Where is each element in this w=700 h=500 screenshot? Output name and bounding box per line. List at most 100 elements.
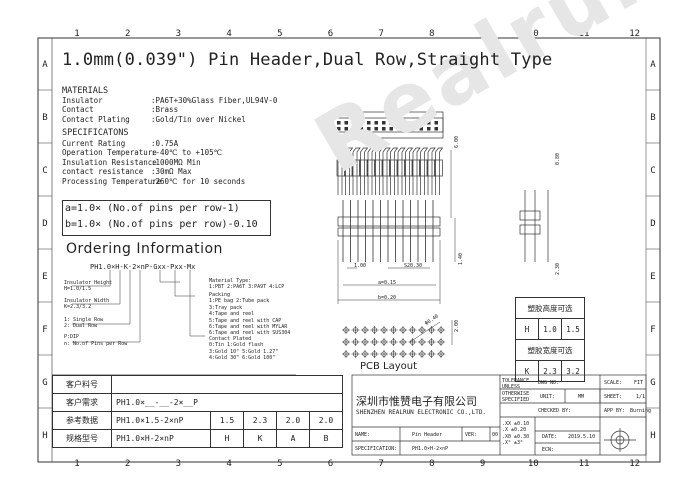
spec-value: :0.75A xyxy=(151,139,179,148)
pin-square xyxy=(352,127,356,131)
option-cell: 1.0 xyxy=(538,318,562,340)
pin-square xyxy=(412,127,416,131)
dim-pitch: 1.00 xyxy=(354,263,367,269)
pin-square xyxy=(404,127,408,131)
pcb-layout-label: PCB Layout xyxy=(360,361,418,372)
note: 4:Tape and reel xyxy=(209,311,255,318)
note: 1:PE bag 2:Tube pack xyxy=(209,298,270,305)
material-type-note: Material Type: 1:PBT 2:PA6T 3:PA9T 4:LCP xyxy=(209,278,284,291)
column-number: 5 xyxy=(277,29,283,39)
bom-cell: 客户需求 xyxy=(52,393,112,412)
title-block-lines xyxy=(351,374,647,456)
note: 0:Tin 1:Gold flash xyxy=(209,342,264,349)
note: 1: Single Row xyxy=(64,316,104,323)
pin-square xyxy=(344,127,348,131)
pin-square xyxy=(434,121,438,125)
tol-value: .X ±0.20 xyxy=(502,427,527,434)
side-housing xyxy=(434,159,443,177)
column-number: 6 xyxy=(327,29,334,39)
pin-square xyxy=(427,121,431,125)
row-letter: A xyxy=(42,60,48,70)
bom-cell: 客户料号 xyxy=(52,375,112,394)
row-letter: H xyxy=(650,431,656,441)
bom-row: 客户料号 xyxy=(52,375,343,394)
packing-note: Packing 1:PE bag 2:Tube pack 3:Tray pack… xyxy=(209,292,290,337)
approved-label: APP BY: xyxy=(604,408,626,414)
checked-label: CHECKED BY: xyxy=(538,408,572,414)
pin-square xyxy=(367,127,371,131)
pin-square xyxy=(352,121,356,125)
ver-label: VER: xyxy=(465,432,478,438)
bom-cell: A xyxy=(276,429,310,448)
pin-square xyxy=(419,121,423,125)
side-pin xyxy=(360,147,369,195)
side-pin xyxy=(375,147,384,195)
spec-value: PH1.0×H-2×nP xyxy=(412,446,449,452)
formula-b: b=1.0× (No.of pins per row)-0.10 xyxy=(65,219,258,230)
column-number: 12 xyxy=(629,29,641,39)
page-title: 1.0mm(0.039") Pin Header,Dual Row,Straig… xyxy=(62,50,553,70)
column-number: 9 xyxy=(479,459,486,469)
material-value: :PA6T+30%Glass Fiber,UL94V-0 xyxy=(151,96,278,105)
bom-cell: 2.3 xyxy=(243,411,277,430)
note: Insulator Height xyxy=(64,280,113,286)
material-label: Contact Plating xyxy=(62,114,130,124)
dim-h3: 0.80 xyxy=(555,152,561,165)
pin-square xyxy=(412,121,416,125)
bom-cell: B xyxy=(309,429,343,448)
ecn-label: ECN: xyxy=(542,447,555,453)
dim-h1: 6.00 xyxy=(454,135,460,148)
option-cell: 2.3 xyxy=(538,360,562,382)
side-housing xyxy=(351,159,361,177)
row-letter: G xyxy=(42,378,48,388)
tol-text: TOLERANCE xyxy=(502,378,530,384)
unit-value: MM xyxy=(578,394,585,400)
spec-label: SPECIFICATION: xyxy=(355,446,398,452)
bom-cell xyxy=(111,375,343,394)
row-letter: B xyxy=(42,113,48,123)
option-title-height: 塑胶高度可选 xyxy=(515,297,585,319)
dim-pcb1: 2.00 xyxy=(454,319,460,332)
note: 2: Dual Row xyxy=(64,323,98,330)
note: 1:PBT 2:PA6T 3:PA9T 4:LCP xyxy=(209,284,285,291)
specs-list: Current Rating:0.75A Operation Temperatu… xyxy=(62,139,245,186)
side-pin xyxy=(412,147,421,195)
pin-square xyxy=(382,127,386,131)
column-number: 8 xyxy=(429,459,435,469)
ver-value: 00 xyxy=(492,432,499,438)
side-housing xyxy=(404,159,413,177)
bom-cell: K xyxy=(243,429,277,448)
pin-square xyxy=(359,121,363,125)
pin-square xyxy=(382,121,386,125)
pin-square xyxy=(389,121,393,125)
sheet-value: 1/1 xyxy=(636,394,646,400)
column-number: 3 xyxy=(175,29,182,39)
column-number: 9 xyxy=(479,29,486,39)
column-number: 1 xyxy=(74,29,80,39)
note: Packing xyxy=(209,292,231,298)
side-pin xyxy=(382,147,391,195)
formula-box: a=1.0× (No.of pins per row-1) b=1.0× (No… xyxy=(62,200,271,236)
front-view xyxy=(337,216,441,237)
side-housing xyxy=(381,159,391,177)
dwg-no-label: DWG NO: xyxy=(538,380,560,386)
column-number: 8 xyxy=(429,29,435,39)
note: P:DIP xyxy=(64,334,80,341)
bom-cell: 2.0 xyxy=(309,411,343,430)
side-pin xyxy=(367,147,376,195)
side-housing xyxy=(426,159,436,177)
column-number: 11 xyxy=(578,459,590,469)
side-housing xyxy=(374,159,383,177)
row-letter: F xyxy=(42,325,48,335)
dim-h2: 1.40 xyxy=(458,252,464,265)
column-number: 6 xyxy=(327,459,334,469)
column-number: 5 xyxy=(277,459,283,469)
ordering-heading: Ordering Information xyxy=(66,241,223,257)
tol-value: .X° ±3° xyxy=(502,440,524,447)
note: n: No.of Pins per Row xyxy=(64,340,128,347)
column-number: 3 xyxy=(175,459,182,469)
note: 3:Gold 10" 5:Gold 1.27" xyxy=(209,348,279,355)
column-number: 11 xyxy=(578,29,590,39)
row-letter: E xyxy=(650,272,656,282)
